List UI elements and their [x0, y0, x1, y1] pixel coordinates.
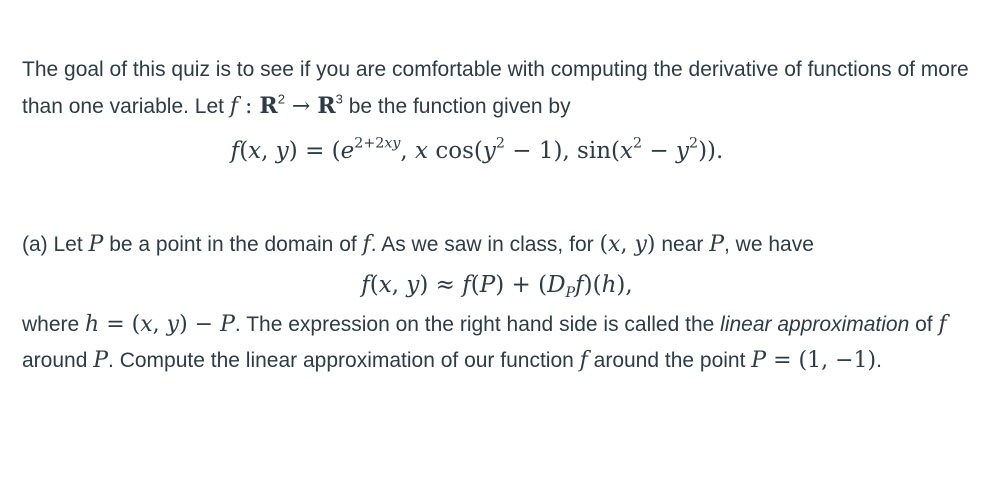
part-a-text: of [909, 313, 939, 336]
part-a-text: . As we saw in class, for [370, 233, 600, 256]
part-a-paragraph: (a) Let P be a point in the domain of f.… [22, 227, 972, 263]
part-a-text: near [655, 233, 710, 256]
math-f: f [362, 232, 371, 257]
part-a-text: , we have [724, 233, 814, 256]
intro-text-2: be the function given by [342, 95, 571, 118]
intro-paragraph: The goal of this quiz is to see if you a… [22, 52, 972, 125]
term-linear-approximation: linear approximation [720, 313, 910, 336]
math-P: P [709, 232, 725, 257]
part-a-text: around the point [587, 349, 752, 372]
part-a-text: . The expression on the right hand side … [234, 313, 721, 336]
map-signature: f : R2 → R3 [229, 91, 343, 119]
part-a-text: where [22, 313, 86, 336]
part-a-label: (a) [22, 233, 48, 256]
part-a-text: around [22, 349, 94, 372]
math-f: f [938, 312, 947, 337]
math-P: P [93, 348, 109, 373]
part-a-text: be a point in the domain of [103, 233, 363, 256]
math-xy: (x, y) [599, 232, 656, 257]
math-point: P = (1, −1) [751, 348, 877, 373]
quiz-content: The goal of this quiz is to see if you a… [22, 52, 972, 379]
part-a-text: Let [47, 233, 89, 256]
math-h-def: h = (x, y) − P [85, 312, 235, 337]
part-a-text: . [876, 349, 882, 372]
math-P: P [88, 232, 104, 257]
function-definition: f(x, y) = (e2+2xy, x cos(y2 − 1), sin(x2… [230, 135, 724, 164]
intro-text-1: The goal of this quiz is to see if you a… [22, 58, 969, 118]
linear-approx-formula: f(x, y) ≈ f(P) + (DPf)(h), [361, 272, 633, 301]
math-f: f [579, 348, 588, 373]
part-a-paragraph-2: where h = (x, y) − P. The expression on … [22, 307, 972, 379]
part-a-text: . Compute the linear approximation of ou… [108, 349, 580, 372]
